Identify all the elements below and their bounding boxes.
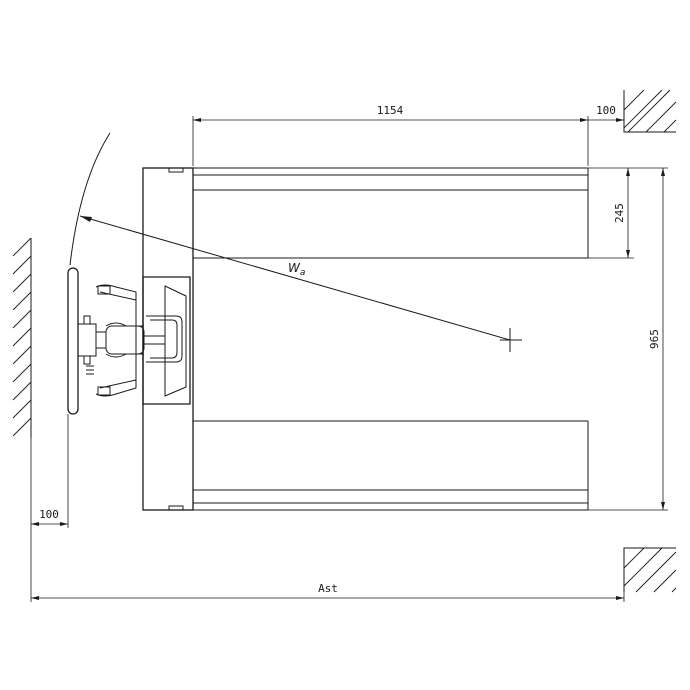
- tiller-handle: [67, 267, 145, 415]
- rear-clearance-label: 100: [596, 104, 616, 117]
- wall-left: [12, 237, 32, 438]
- dimension-fork-length: [192, 116, 589, 166]
- dimension-overall-width: [588, 168, 668, 511]
- fork-upper: [143, 167, 589, 259]
- dimension-side-clearance: [30, 414, 69, 528]
- wall-bottom-right: [623, 547, 677, 593]
- truck-head-unit: [142, 276, 191, 405]
- dimension-fork-width: [588, 167, 668, 259]
- fork-lower: [143, 420, 589, 511]
- turning-arc: [69, 132, 111, 266]
- fork-length-label: 1154: [377, 104, 404, 117]
- side-clearance-label: 100: [39, 508, 59, 521]
- aisle-width-label: Ast: [318, 582, 338, 595]
- turning-radius-label: Wa: [288, 261, 305, 278]
- fork-width-label: 245: [613, 203, 626, 223]
- turning-radius-line: [79, 215, 522, 352]
- dimension-aisle-width: [30, 528, 625, 602]
- overall-width-label: 965: [648, 329, 661, 349]
- dimension-rear-clearance: [588, 116, 625, 132]
- wall-top-right: [623, 89, 677, 133]
